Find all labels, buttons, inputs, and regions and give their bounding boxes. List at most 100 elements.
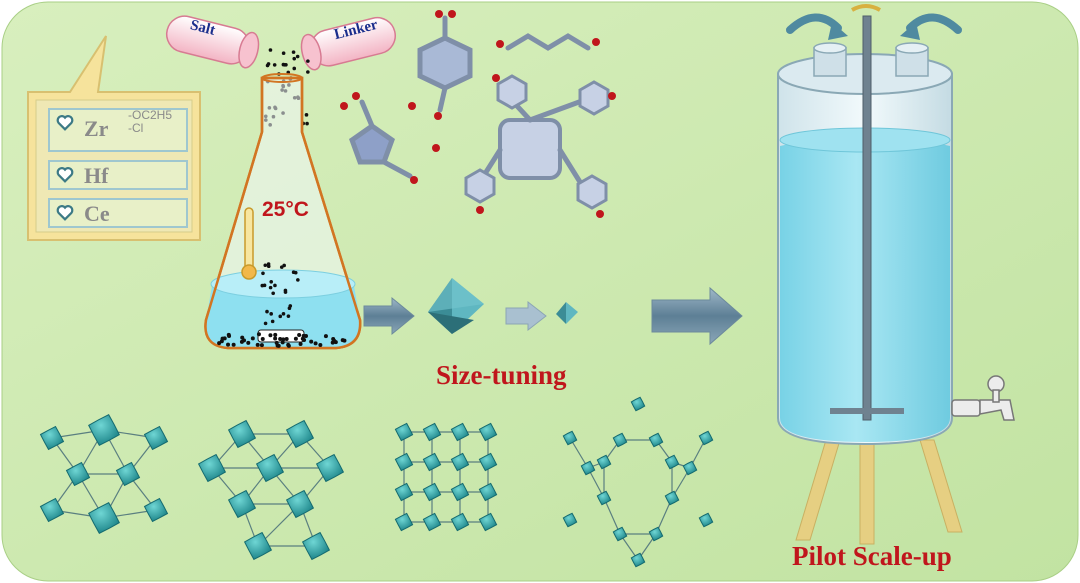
particle bbox=[255, 342, 260, 347]
faucet-icon bbox=[951, 375, 1015, 421]
mof-linker bbox=[603, 497, 621, 535]
particle bbox=[292, 56, 297, 61]
mof-cluster bbox=[698, 430, 714, 446]
octahedron-icon bbox=[428, 278, 484, 334]
particle bbox=[259, 343, 264, 348]
metal-zr: Zr -OC2H5 -Cl bbox=[48, 108, 188, 152]
particle bbox=[260, 337, 265, 342]
particle bbox=[272, 63, 277, 67]
mof-cluster bbox=[39, 497, 65, 523]
mof-cluster bbox=[450, 482, 470, 502]
particle bbox=[340, 338, 345, 343]
particle bbox=[281, 51, 286, 56]
particle bbox=[295, 54, 300, 59]
pilot-scale-up-label: Pilot Scale-up bbox=[792, 541, 952, 571]
particle bbox=[262, 283, 267, 288]
salt-tube bbox=[165, 15, 260, 69]
mof-cluster bbox=[478, 422, 498, 442]
particle bbox=[266, 262, 271, 266]
arrow-icon bbox=[651, 286, 743, 346]
particle bbox=[297, 333, 302, 338]
mof-cluster bbox=[88, 502, 120, 534]
stirrer-icon bbox=[830, 4, 904, 421]
mof-cluster bbox=[648, 526, 664, 542]
mof-cluster bbox=[65, 461, 91, 487]
particle bbox=[239, 339, 244, 344]
heart-icon bbox=[56, 205, 74, 221]
heart-icon bbox=[56, 115, 74, 131]
mof-cluster bbox=[285, 489, 315, 519]
mof-cluster bbox=[478, 452, 498, 472]
particle bbox=[226, 342, 231, 347]
particle bbox=[263, 263, 268, 268]
particle bbox=[256, 332, 261, 337]
mof-cluster bbox=[664, 490, 680, 506]
particle bbox=[280, 340, 285, 345]
particle bbox=[296, 278, 300, 282]
metal-symbol: Zr bbox=[84, 116, 109, 141]
particle bbox=[288, 304, 293, 308]
mof-cluster bbox=[562, 512, 578, 528]
particle bbox=[286, 343, 291, 348]
oxygen-atoms bbox=[340, 10, 616, 218]
mof-cluster bbox=[39, 425, 65, 451]
mof-cluster bbox=[664, 454, 680, 470]
particle bbox=[279, 265, 284, 269]
mof-cluster bbox=[580, 460, 596, 476]
mof-cluster bbox=[285, 419, 315, 449]
particle bbox=[268, 285, 273, 290]
mof-cluster bbox=[648, 432, 664, 448]
metal-hf: Hf bbox=[48, 160, 188, 190]
mof-cluster bbox=[227, 419, 257, 449]
mof-cluster bbox=[143, 425, 169, 451]
mof-cluster bbox=[394, 452, 414, 472]
particle bbox=[283, 290, 288, 294]
particle bbox=[309, 339, 314, 344]
particle bbox=[278, 336, 283, 341]
particle bbox=[273, 332, 278, 337]
particle bbox=[231, 342, 236, 347]
particle bbox=[286, 314, 291, 318]
particle bbox=[261, 271, 265, 276]
particle bbox=[263, 321, 268, 326]
particle bbox=[250, 336, 255, 341]
size-tuning-label: Size-tuning bbox=[436, 360, 567, 390]
mof-cluster bbox=[197, 453, 227, 483]
particle bbox=[318, 342, 323, 347]
metal-ligands: -OC2H5 -Cl bbox=[128, 109, 172, 135]
mof-linker bbox=[569, 437, 589, 469]
heart-icon bbox=[56, 167, 74, 183]
mof-cluster bbox=[227, 489, 257, 519]
mof-cluster bbox=[422, 482, 442, 502]
particle bbox=[220, 336, 225, 341]
mof-cluster bbox=[612, 526, 628, 542]
mof-cluster bbox=[243, 531, 273, 561]
particle bbox=[293, 336, 298, 341]
linker-molecules bbox=[348, 15, 610, 210]
particle bbox=[306, 59, 310, 63]
particle bbox=[313, 341, 318, 346]
mof-cluster bbox=[422, 422, 442, 442]
mof-cluster bbox=[612, 432, 628, 448]
mof-cluster bbox=[394, 512, 414, 532]
particle bbox=[291, 50, 296, 54]
arrow-icon bbox=[505, 300, 547, 332]
mof-cluster bbox=[596, 490, 612, 506]
mof-cluster bbox=[88, 414, 120, 446]
mof-cluster bbox=[682, 460, 698, 476]
particle bbox=[304, 113, 309, 117]
octahedron-icon bbox=[556, 302, 578, 324]
particle bbox=[305, 121, 309, 126]
mof-cluster bbox=[450, 452, 470, 472]
linker-tube bbox=[300, 16, 396, 71]
mof-cluster bbox=[562, 430, 578, 446]
particle bbox=[273, 283, 277, 288]
mof-cluster bbox=[630, 396, 646, 412]
metal-symbol: Hf bbox=[84, 163, 109, 188]
mof-cluster bbox=[255, 453, 285, 483]
mof-cluster bbox=[698, 512, 714, 528]
particle bbox=[332, 338, 337, 343]
mof-cluster bbox=[596, 454, 612, 470]
particle bbox=[306, 70, 310, 74]
